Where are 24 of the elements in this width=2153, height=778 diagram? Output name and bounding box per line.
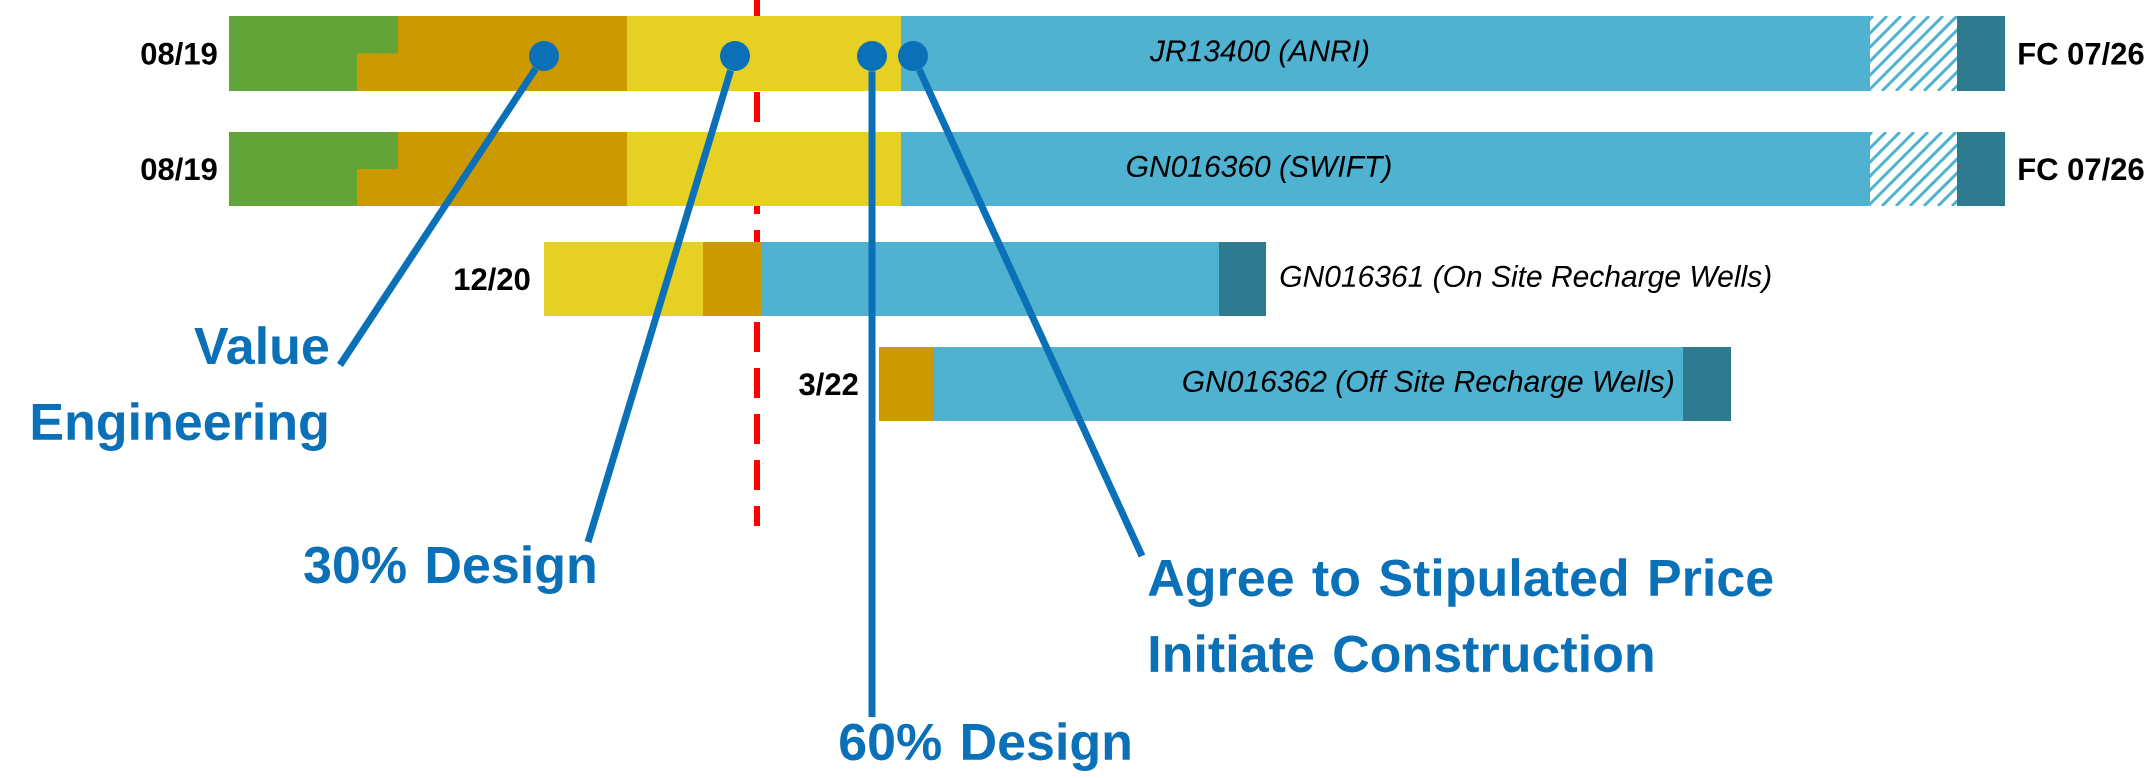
date-label: 3/22	[799, 372, 858, 396]
gantt-bar	[544, 242, 1266, 316]
bar-label: GN016362 (Off Site Recharge Wells)	[1183, 370, 1673, 398]
callout-dot	[529, 41, 559, 71]
gantt-bar	[229, 132, 2005, 206]
leader-line	[584, 69, 734, 543]
date-label: 12/20	[455, 267, 530, 291]
callout-text: 30% Design	[304, 545, 595, 594]
bar-label: GN016361 (On Site Recharge Wells)	[1280, 265, 1771, 293]
leader-line	[337, 66, 539, 367]
callout-text: 60% Design	[840, 722, 1130, 771]
gantt-bar	[879, 347, 1731, 421]
date-label: 08/19	[141, 157, 217, 181]
callout-dot	[720, 41, 750, 71]
bar-label: GN016360 (SWIFT)	[1127, 155, 1391, 183]
date-label: 08/19	[141, 41, 217, 66]
date-label: FC 07/26	[2019, 41, 2144, 66]
date-label: FC 07/26	[2019, 157, 2144, 181]
callout-dot	[857, 41, 887, 71]
callout-text: Agree to Stipulated Price Initiate Construction	[1148, 558, 1773, 673]
leader-line	[916, 68, 1146, 558]
callout-text: Value Engineering	[32, 326, 329, 451]
bar-label: JR13400 (ANRI)	[1149, 39, 1369, 68]
gantt-bar	[229, 16, 2005, 91]
